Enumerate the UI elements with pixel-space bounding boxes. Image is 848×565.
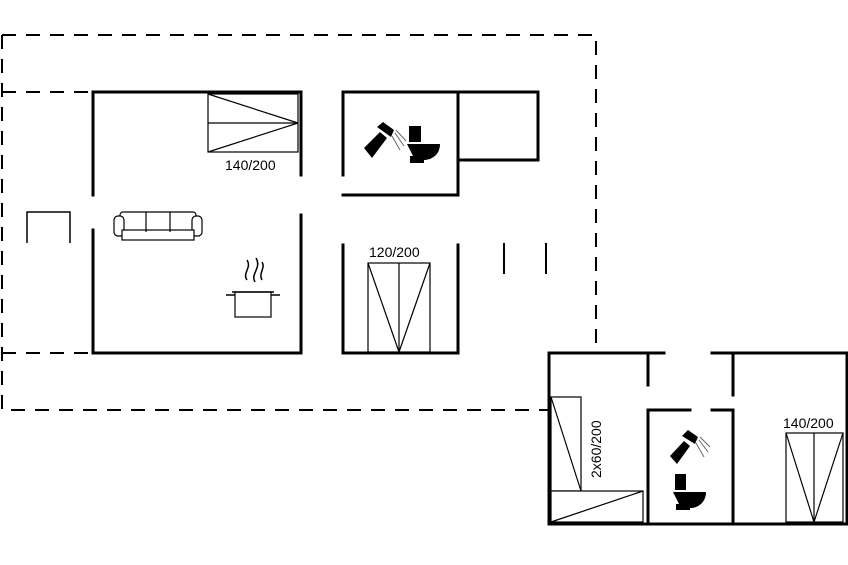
bed-size-label: 120/200 [369, 244, 420, 260]
shower-icon [670, 430, 711, 464]
bed-icon [785, 432, 844, 523]
bed-icon [367, 262, 431, 353]
door-markers [503, 243, 547, 274]
sofa-icon [113, 211, 203, 241]
bathroom-walls [341, 90, 540, 197]
bed-icon [550, 396, 644, 523]
shower-icon [364, 122, 407, 158]
table-icon [26, 211, 71, 243]
annex-walls [547, 351, 848, 526]
cooking-pot-icon [226, 257, 280, 318]
toilet-icon [673, 474, 706, 510]
bed-icon [207, 93, 299, 153]
bed-size-label: 140/200 [783, 415, 834, 431]
living-room-walls [91, 90, 303, 355]
bed-size-label: 2x60/200 [588, 420, 604, 478]
middle-bedroom-walls [341, 243, 460, 355]
toilet-icon [407, 126, 440, 163]
bed-size-label: 140/200 [225, 157, 276, 173]
terrace-outline [1, 34, 597, 411]
